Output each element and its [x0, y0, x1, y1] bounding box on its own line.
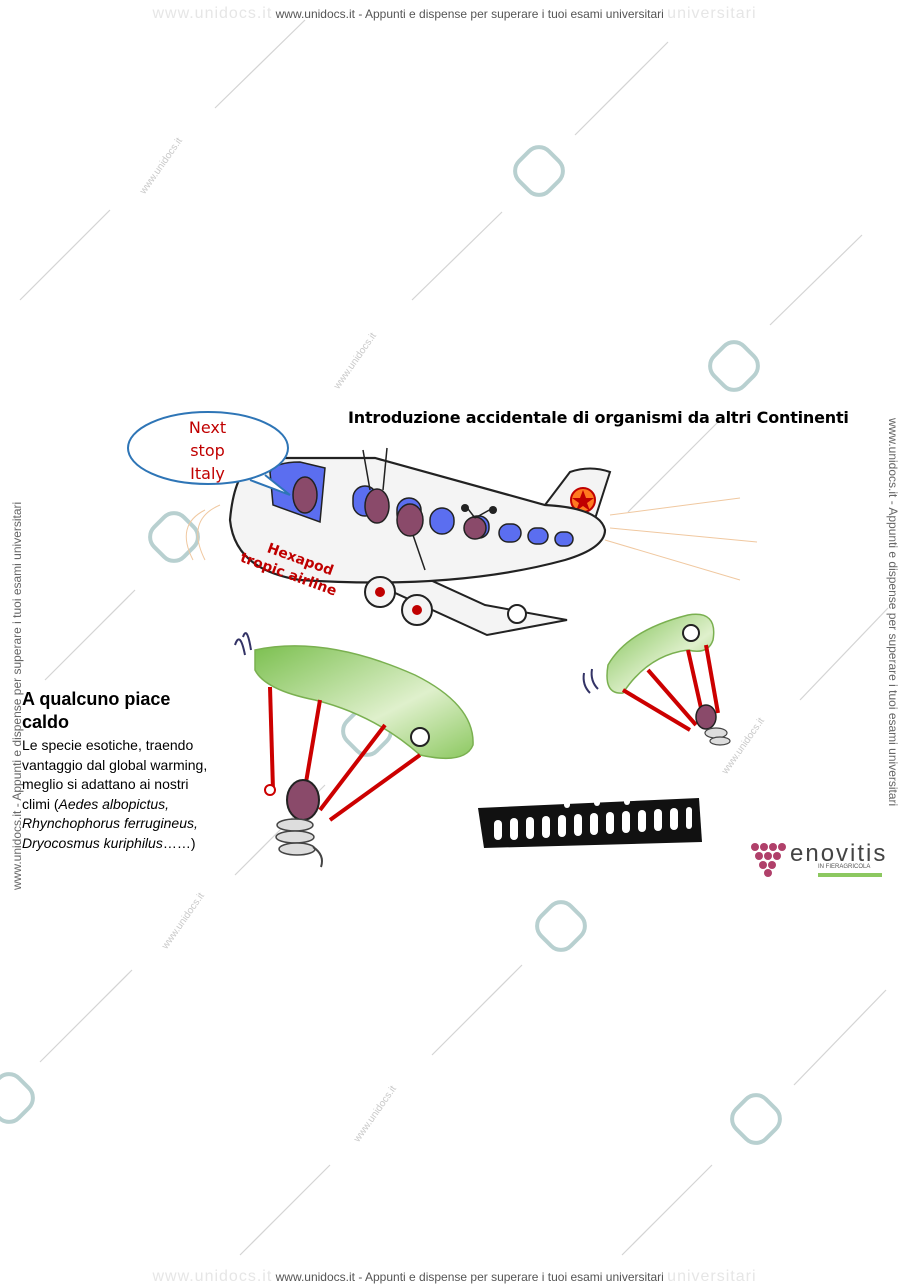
body-line: Rhynchophorus ferrugineus,: [22, 814, 247, 834]
enovitis-logo-bar: [818, 873, 882, 877]
watermark-ghost-right: universitari: [667, 1268, 757, 1285]
body-prefix: climi (: [22, 795, 59, 812]
speech-bubble-line: stop: [190, 441, 225, 460]
species-name: Dryocosmus kuriphilus: [22, 834, 163, 851]
species-name: Aedes albopictus,: [58, 795, 170, 812]
watermark-bottom-text: www.unidocs.it - Appunti e dispense per …: [275, 1270, 664, 1284]
enovitis-logo-subtitle: IN FIERAGRICOLA: [818, 864, 871, 870]
species-name: Rhynchophorus ferrugineus,: [22, 815, 198, 831]
watermark-top-text: www.unidocs.it - Appunti e dispense per …: [275, 7, 664, 21]
section-heading: A qualcuno piace caldo: [22, 688, 232, 734]
section-body: Le specie esotiche, traendo vantaggio da…: [22, 736, 247, 853]
airplane-illustration: [127, 411, 758, 637]
slide-title: Introduzione accidentale di organismi da…: [348, 408, 849, 427]
body-line: meglio si adattano ai nostri: [22, 776, 189, 792]
watermark-ghost: www.unidocs.it: [152, 5, 273, 22]
speech-bubble-line: Next: [188, 418, 227, 437]
body-line: Dryocosmus kuriphilus……): [22, 834, 247, 854]
section-heading-line: A qualcuno piace: [22, 689, 171, 709]
speech-bubble-line: Italy: [190, 464, 225, 483]
body-line: climi (Aedes albopictus,: [22, 795, 247, 815]
arena-silhouette: [478, 797, 702, 848]
watermark-ghost-right: universitari: [667, 5, 757, 22]
watermark-bottom: www.unidocs.it www.unidocs.it - Appunti …: [0, 1268, 909, 1286]
body-line: vantaggio dal global warming,: [22, 756, 208, 773]
grape-icon: [751, 843, 786, 877]
body-line: Le specie esotiche, traendo: [22, 737, 194, 753]
parachute-small-illustration: [582, 613, 731, 746]
watermark-ghost: www.unidocs.it: [152, 1268, 273, 1285]
parachute-large-illustration: [234, 632, 474, 868]
speech-bubble-text: Next stop Italy: [165, 416, 250, 485]
body-suffix: ……): [162, 834, 196, 851]
section-heading-line: caldo: [22, 712, 70, 732]
watermark-top: www.unidocs.it www.unidocs.it - Appunti …: [0, 5, 909, 23]
enovitis-logo-text: enovitis: [790, 840, 888, 867]
